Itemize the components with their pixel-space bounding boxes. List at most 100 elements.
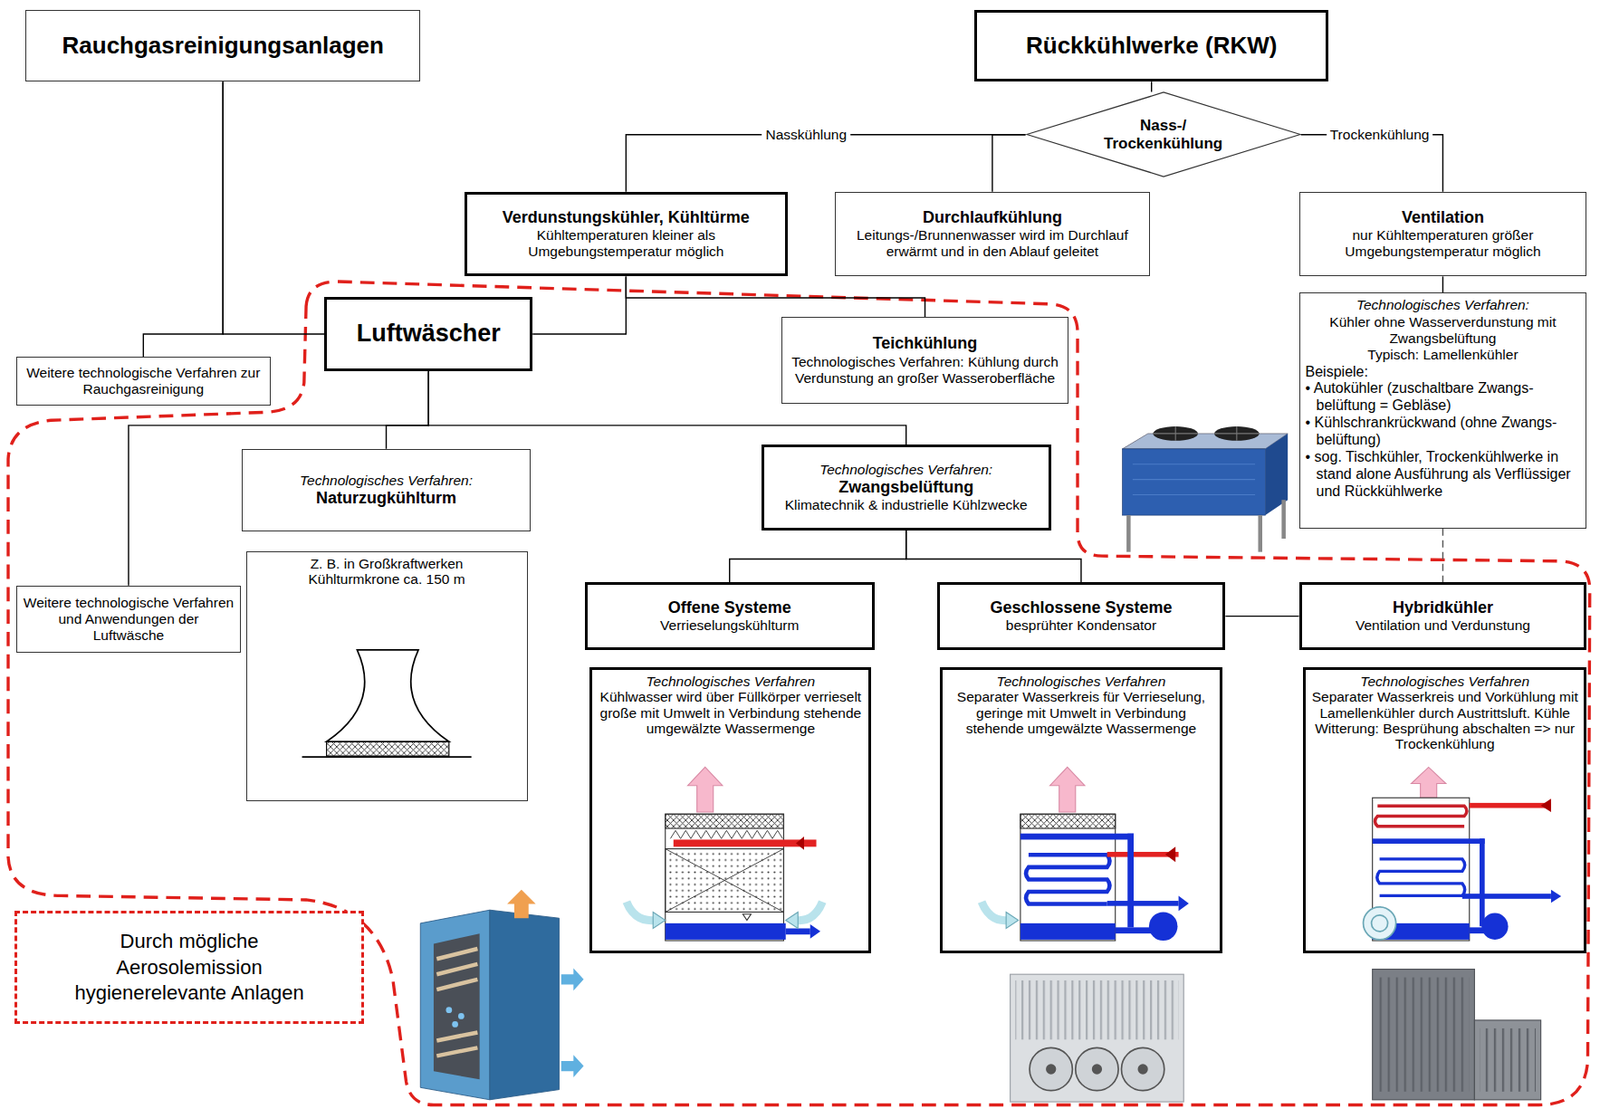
decision-diamond: Nass-/ Trockenkühlung [1025,91,1302,178]
body-text: Kühltemperaturen kleiner als Umgebungste… [472,227,780,261]
body-text: Ventilation und Verdunstung [1355,617,1531,634]
cooler-fan [1120,1047,1164,1091]
air-outlet-arrow [507,890,537,920]
process-box: TeichkühlungTechnologisches Verfahren: K… [781,316,1069,404]
dry-cooler-front [1122,449,1266,516]
process-box: Technologisches Verfahren:Naturzugkühltu… [241,449,531,532]
air-inlet-arrowhead [1005,911,1019,929]
heading-text: Ventilation [1401,208,1485,228]
droplet-eliminator [1020,814,1116,829]
connector-line [906,530,1082,583]
air-flow-arrow [561,1054,585,1078]
fill-pack [665,849,785,913]
connector-line [1442,276,1444,293]
connector-line [532,276,626,335]
body-text: nur Kühltemperaturen größer Umgebungstem… [1305,227,1581,261]
connector-line [1225,615,1299,617]
water-basin [665,923,786,940]
plant-category-box: Rauchgasreinigungsanlagen [25,9,421,82]
air-inlet-arrow [626,901,656,920]
body-text: Beispiele: [1305,364,1581,382]
fan-guard [1152,426,1259,441]
heading-text: Durchlaufkühlung [922,208,1063,228]
connector-line [992,134,1026,192]
blower [1363,907,1397,940]
hybrid-module-panels [1479,1028,1536,1093]
cooler-cabinet [1010,974,1185,1102]
process-box: Weitere technologische Verfahren und Anw… [16,585,241,653]
pump [1481,913,1508,940]
air-flow-arrow [561,967,585,991]
fill-pack-cross [665,849,785,913]
spray-header [1372,838,1486,844]
cooler-fan [1075,1047,1119,1091]
pump [1149,911,1179,941]
body-text: Leitungs-/Brunnenwasser wird im Durchlau… [841,227,1144,261]
heading-text: Nass-/ Trockenkühlung [1095,116,1232,153]
heading-text: Luftwäscher [356,319,501,349]
refrigerant-outlet [1107,900,1179,907]
flow-arrowhead [1165,846,1176,863]
flow-arrowhead [1551,890,1562,904]
dry-cooler-top [1122,433,1289,450]
category-box: DurchlaufkühlungLeitungs-/Brunnenwasser … [834,191,1150,278]
process-box: Technologisches VerfahrenSeparater Wasse… [1302,667,1587,954]
body-text: • sog. Tischkühler, Trockenkühlwerke in … [1305,449,1581,501]
flow-arrowhead [1541,798,1552,813]
flow-arrowhead [795,836,805,851]
method-label: Technologisches Verfahren [646,673,816,690]
body-text: Kühler ohne Wasserverdunstung mit Zwangs… [1305,314,1581,348]
process-box: Weitere technologische Verfahren zur Rau… [16,356,271,406]
air-inlet-arrow [795,901,823,920]
dry-coil [1375,805,1467,827]
plant-category-box: Rückkühlwerke (RKW) [974,9,1329,82]
category-box: Luftwäscher [324,297,533,372]
exhaust-air-arrow [1411,766,1447,798]
example-box: Z. B. in Großkraftwerken Kühlturmkrone c… [246,551,528,802]
hygiene-region-outline [8,281,1591,1105]
body-text: Weitere technologische Verfahren zur Rau… [22,364,265,399]
category-box: Ventilationnur Kühltemperaturen größer U… [1299,191,1588,278]
connector-line [386,371,430,450]
connector-line [625,276,925,317]
connector-line [143,81,223,357]
heading-text: Hybridkühler [1392,598,1494,618]
wet-coil [1377,859,1466,897]
edge-label: Trockenkühlung [1326,125,1434,144]
water-droplet [445,1006,452,1014]
condenser-coil [1025,854,1110,904]
heading-text: Rückkühlwerke (RKW) [1025,31,1277,60]
water-droplet [451,1021,459,1028]
connector-line [625,134,1026,192]
ground-line [302,756,472,758]
air-inlet-arrowhead [652,911,666,929]
air-washer-cutaway [433,933,480,1080]
method-label: Technologisches Verfahren: [1356,297,1530,314]
body-text: Separater Wasserkreis und Vorkühlung mit… [1311,689,1579,752]
body-text: • Autokühler (zuschaltbare Zwangs- belüf… [1305,380,1581,415]
hot-water-pipe [1469,803,1552,809]
hybrid-module [1474,1020,1541,1101]
blower-hub [1371,915,1389,932]
water-basin [1020,923,1116,940]
flow-arrowhead [810,924,821,939]
fan-hub [1045,1063,1056,1074]
process-box: Technologisches VerfahrenSeparater Wasse… [939,667,1223,954]
heading-text: Teichkühlung [872,334,978,354]
body-text: Kühlwasser wird über Füllkörper verriese… [597,689,863,737]
system-box: Geschlossene Systemebesprühter Kondensat… [937,582,1227,650]
water-level-mark [742,914,751,921]
cooler-louvres [1015,980,1179,1040]
air-inlet-arrowhead [785,911,799,929]
heading-text: Geschlossene Systeme [989,598,1172,618]
edge-label: Nasskühlung [761,125,851,144]
flow-arrowhead [1178,895,1189,911]
cooling-tower-base [326,741,450,757]
method-label: Technologisches Verfahren [996,673,1167,690]
condenser-housing [1020,814,1116,941]
cooling-tower-shell [326,650,450,742]
dry-cooler-leg [1126,515,1131,553]
diamond-outline [1026,92,1301,177]
